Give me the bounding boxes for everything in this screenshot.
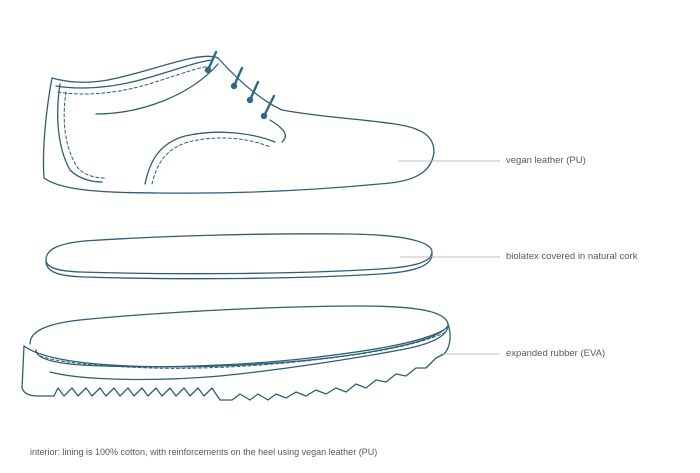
shoe-laces <box>204 50 276 120</box>
footnote-interior: interior: lining is 100% cotton, with re… <box>30 447 378 457</box>
eyelet-2 <box>230 82 238 90</box>
label-insole-material: biolatex covered in natural cork <box>506 251 638 262</box>
leader-lines <box>398 160 500 355</box>
eyelet-1 <box>204 66 212 74</box>
upper-collar-stitch <box>57 65 211 95</box>
shoe-upper <box>42 55 435 194</box>
lace-2 <box>232 66 244 88</box>
upper-top-edge-inner <box>55 59 213 89</box>
lace-1 <box>206 50 218 72</box>
outsole-body <box>21 323 451 401</box>
shoe-insole <box>45 233 433 280</box>
upper-quarter-seam <box>144 131 276 185</box>
upper-vamp-line <box>269 119 286 143</box>
upper-heel-stitch <box>63 91 106 179</box>
insole-thickness <box>45 253 433 280</box>
label-outsole-material: expanded rubber (EVA) <box>506 348 606 359</box>
eyelet-3 <box>246 96 254 104</box>
upper-eyestay <box>95 63 219 115</box>
outsole-top-edge <box>29 305 449 381</box>
label-vegan-leather: vegan leather (PU) <box>506 155 586 166</box>
upper-quarter-stitch <box>151 137 271 185</box>
upper-heel-inner <box>57 83 103 183</box>
shoe-outsole <box>21 305 451 401</box>
lace-3 <box>248 80 260 102</box>
upper-outline <box>42 55 435 194</box>
insole-top <box>45 233 433 275</box>
outsole-welt <box>23 325 449 368</box>
outsole-stitch <box>39 331 447 369</box>
lace-4 <box>262 94 276 118</box>
eyelet-4 <box>260 112 268 120</box>
outsole-inner-rim <box>35 329 445 368</box>
